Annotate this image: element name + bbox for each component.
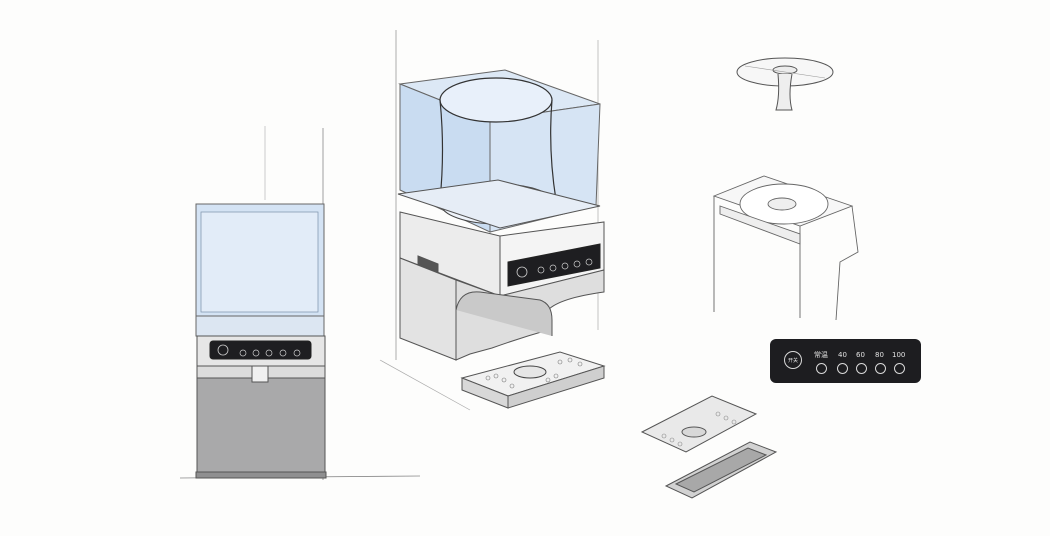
tray-lid-pattern xyxy=(661,411,737,447)
drip-tray-front xyxy=(507,365,605,409)
water-tank-inner xyxy=(200,211,319,313)
tray-lid-open xyxy=(640,395,758,453)
temp-button-room-icon xyxy=(816,363,827,374)
front-temp-button xyxy=(279,349,287,357)
perspective-temp-button xyxy=(561,262,569,270)
water-spout xyxy=(251,365,269,383)
front-temp-button xyxy=(239,349,247,357)
power-button-icon: 开关 xyxy=(784,351,802,369)
lid-seam xyxy=(744,65,826,79)
lower-body xyxy=(196,377,326,473)
collar-plate xyxy=(397,179,601,229)
base xyxy=(195,471,327,479)
power-label: 开关 xyxy=(787,358,798,364)
front-view-dispenser xyxy=(179,126,421,480)
cylinder-right-edge xyxy=(550,99,557,201)
drip-tray-pattern xyxy=(485,357,583,389)
perspective-dispenser xyxy=(379,30,606,411)
temp-label-room: 常温 xyxy=(814,351,828,359)
temp-label-40: 40 xyxy=(838,351,847,359)
front-temp-button xyxy=(252,349,260,357)
front-power-button xyxy=(217,344,229,356)
top-body-sketch xyxy=(712,175,859,321)
lid-center xyxy=(772,65,798,75)
lid-stem xyxy=(775,73,793,111)
temp-label-60: 60 xyxy=(856,351,865,359)
front-temp-button xyxy=(293,349,301,357)
temp-button-40-icon xyxy=(837,363,848,374)
tray-lid-drain xyxy=(681,426,707,438)
tray-base-inner xyxy=(674,447,768,493)
cylinder-top xyxy=(439,77,553,123)
lid-detail-sketch xyxy=(736,57,834,111)
perspective-temp-button xyxy=(573,260,581,268)
top-cap-rim xyxy=(719,205,801,245)
temp-button-60-icon xyxy=(856,363,867,374)
temp-button-80-icon xyxy=(875,363,886,374)
perspective-temp-button xyxy=(537,266,545,274)
perspective-power-button xyxy=(516,266,528,278)
perspective-temp-button xyxy=(585,258,593,266)
control-panel-closeup: 开关 常温 40 60 80 100 xyxy=(770,339,921,383)
temp-label-80: 80 xyxy=(875,351,884,359)
side-handle-slot xyxy=(417,255,439,273)
dispensing-recess xyxy=(455,291,553,336)
construction-line xyxy=(379,359,471,411)
front-temp-button xyxy=(265,349,273,357)
temp-button-100-icon xyxy=(894,363,905,374)
perspective-temp-button xyxy=(549,264,557,272)
drip-tray-sketch xyxy=(640,395,778,499)
top-cap-center xyxy=(767,197,797,211)
temp-label-100: 100 xyxy=(892,351,906,359)
drip-tray-drain xyxy=(513,365,547,379)
tank-collar xyxy=(195,315,325,337)
